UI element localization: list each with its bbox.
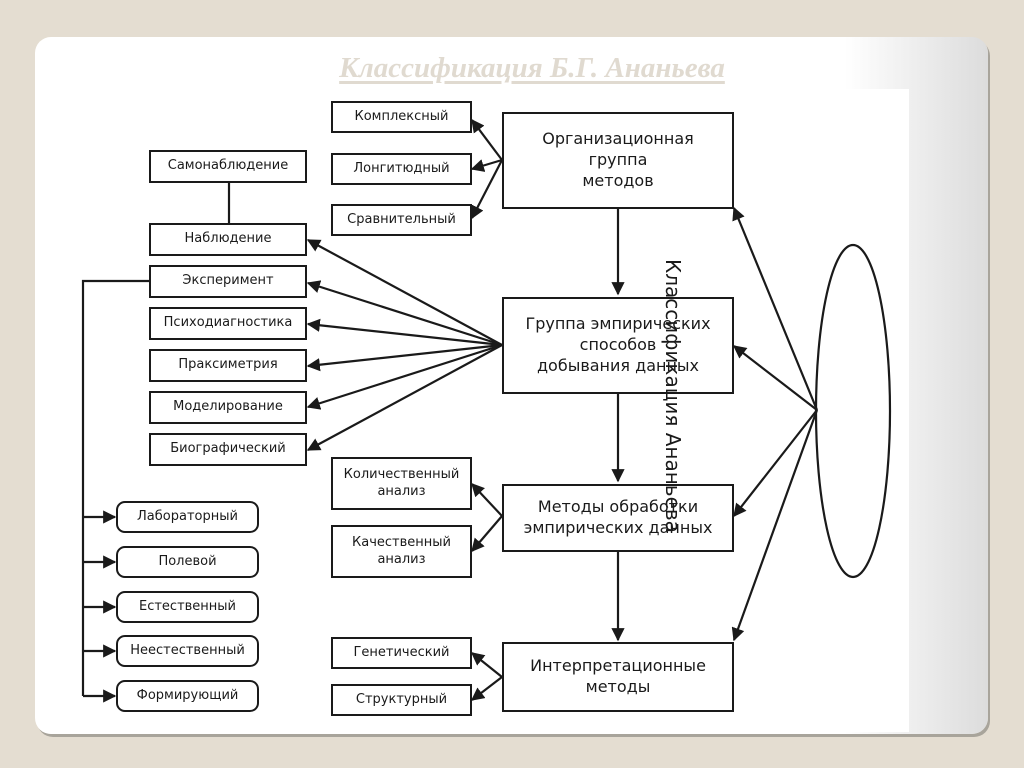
method-qualitative-analysis: Качественный анализ: [331, 525, 472, 578]
arrow-proc-qual: [471, 515, 503, 553]
group-organizational: Организационная группа методов: [502, 112, 734, 209]
experiment-natural: Естественный: [116, 591, 259, 623]
root-ellipse: [814, 243, 892, 579]
method-praximetry: Праксиметрия: [149, 349, 307, 382]
arrow-root-org: [732, 206, 819, 411]
method-self-observation: Самонаблюдение: [149, 150, 307, 183]
method-quantitative-analysis: Количественный анализ: [331, 457, 472, 510]
group-empirical: Группа эмпирических способов добывания д…: [502, 297, 734, 394]
arrow-root-empirical: [732, 345, 818, 411]
method-modeling: Моделирование: [149, 391, 307, 424]
arrow-root-processing: [733, 409, 818, 518]
arrow-emp-bio: [306, 344, 503, 451]
experiment-formative: Формирующий: [116, 680, 259, 712]
arrow-root-interp: [731, 409, 819, 642]
method-observation: Наблюдение: [149, 223, 307, 256]
experiment-field: Полевой: [116, 546, 259, 578]
group-processing: Методы обработки эмпирических данных: [502, 484, 734, 552]
method-genetic: Генетический: [331, 637, 472, 669]
arrow-interp-genetic: [470, 652, 503, 678]
experiment-unnatural: Неестественный: [116, 635, 259, 667]
experiment-laboratory: Лабораторный: [116, 501, 259, 533]
arrow-org-comparative: [471, 159, 503, 220]
arrow-emp-modeling: [306, 343, 503, 410]
arrow-interp-structural: [470, 676, 503, 701]
slide-title: Классификация Б.Г. Ананьева: [339, 52, 725, 84]
root-label: Классификация Ананьева: [661, 259, 685, 533]
method-experiment: Эксперимент: [149, 265, 307, 298]
arrow-emp-psychodiag: [306, 318, 503, 347]
method-biographical: Биографический: [149, 433, 307, 466]
method-structural: Структурный: [331, 684, 472, 716]
method-comparative: Сравнительный: [331, 204, 472, 236]
arrow-org-longitudinal: [470, 158, 503, 172]
arrow-proc-quant: [471, 483, 503, 517]
method-complex: Комплексный: [331, 101, 472, 133]
arrow-emp-praxi: [306, 343, 503, 372]
method-longitudinal: Лонгитюдный: [331, 153, 472, 185]
experiment-bracket: [81, 279, 150, 696]
arrow-emp-observation: [306, 239, 503, 346]
group-interpretational: Интерпретационные методы: [502, 642, 734, 712]
arrow-org-complex: [471, 118, 503, 161]
method-psychodiagnostics: Психодиагностика: [149, 307, 307, 340]
arrow-emp-experiment: [306, 280, 503, 347]
